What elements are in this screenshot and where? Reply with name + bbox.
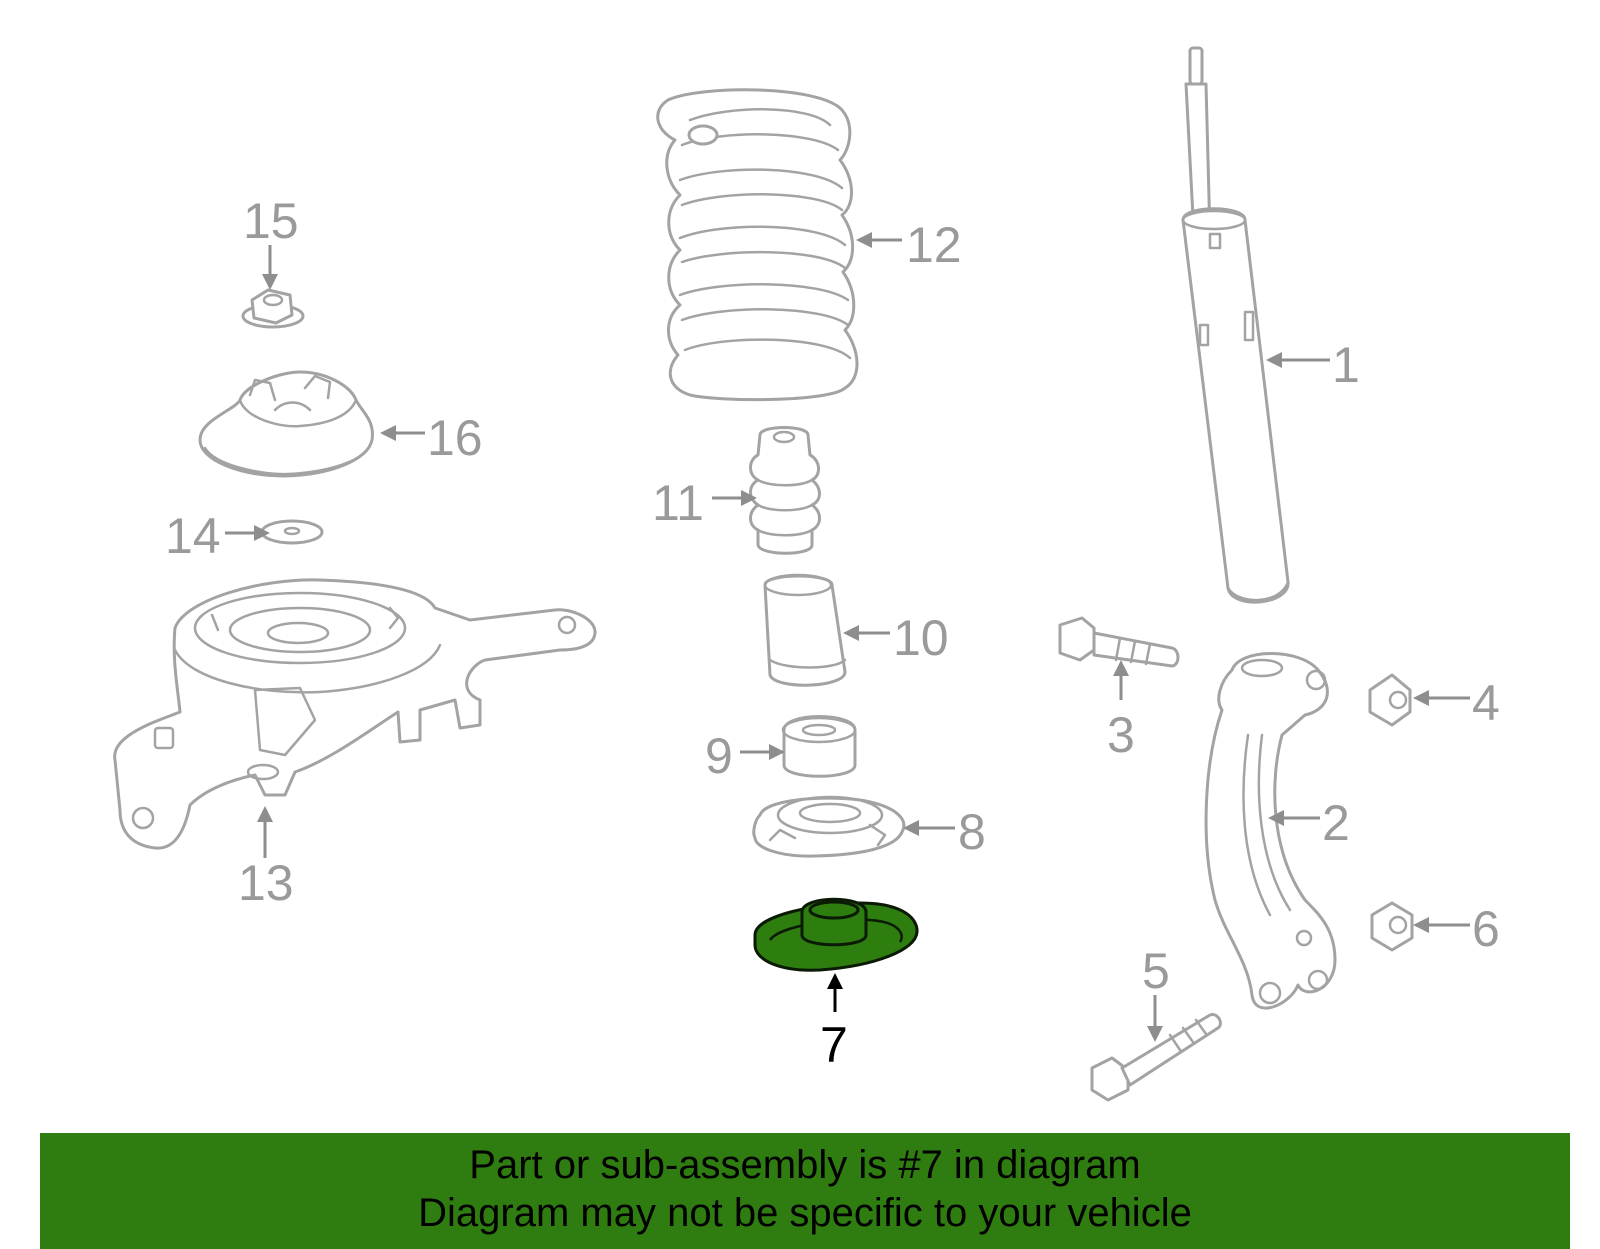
callout-1[interactable]: 1	[1332, 337, 1360, 393]
strut-mount-part-16[interactable]	[198, 370, 374, 478]
leader-arrows	[225, 232, 1470, 1042]
callout-14[interactable]: 14	[165, 508, 221, 564]
nut-part-15[interactable]	[241, 288, 305, 329]
dust-boot-part-10[interactable]	[763, 573, 847, 687]
lower-spring-seat-part-7[interactable]	[753, 897, 919, 972]
coil-spring-part-12[interactable]	[656, 88, 859, 402]
callout-11[interactable]: 11	[652, 475, 704, 531]
banner-line-part: Part or sub-assembly is #7 in diagram	[469, 1143, 1141, 1187]
info-banner: Part or sub-assembly is #7 in diagram Di…	[40, 1133, 1570, 1249]
callout-12[interactable]: 12	[906, 217, 962, 273]
callout-10[interactable]: 10	[893, 610, 949, 666]
nut-part-6[interactable]	[1370, 901, 1414, 952]
callout-3[interactable]: 3	[1107, 707, 1135, 763]
bump-stop-part-11[interactable]	[749, 426, 821, 555]
callout-2[interactable]: 2	[1322, 795, 1350, 851]
subframe-part-13[interactable]	[113, 578, 597, 850]
callout-7[interactable]: 7	[820, 1017, 848, 1073]
callout-labels: 1 2 3 4 5 6 7 8 9 10 11 12 13 14 15 16	[165, 193, 1500, 1073]
nut-part-4[interactable]	[1368, 673, 1412, 727]
callout-8[interactable]: 8	[958, 804, 986, 860]
shock-absorber-part-1[interactable]	[1181, 46, 1290, 604]
bolt-part-5[interactable]	[1090, 1013, 1222, 1102]
washer-part-14[interactable]	[260, 519, 324, 545]
callout-16[interactable]: 16	[427, 410, 483, 466]
callout-4[interactable]: 4	[1472, 675, 1500, 731]
callout-6[interactable]: 6	[1472, 901, 1500, 957]
callout-5[interactable]: 5	[1142, 943, 1170, 999]
bolt-part-3[interactable]	[1058, 616, 1180, 668]
banner-line-disclaimer: Diagram may not be specific to your vehi…	[418, 1191, 1192, 1235]
knuckle-arm-part-2[interactable]	[1204, 652, 1337, 1010]
spring-seat-part-8[interactable]	[752, 795, 906, 858]
callout-9[interactable]: 9	[705, 728, 733, 784]
insulator-part-9[interactable]	[781, 715, 857, 778]
callout-15[interactable]: 15	[243, 193, 299, 249]
callout-13[interactable]: 13	[238, 855, 294, 911]
